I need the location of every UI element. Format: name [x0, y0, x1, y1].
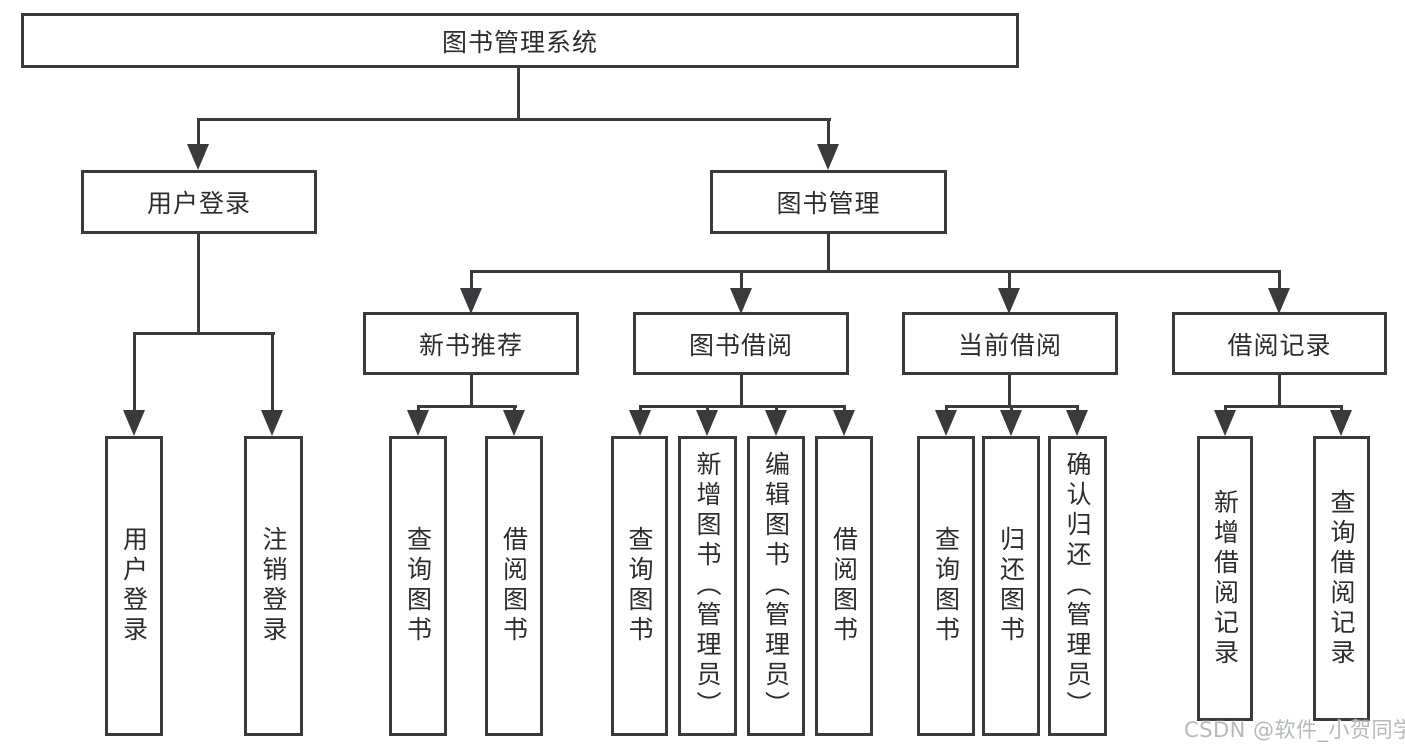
- arrowhead-leaf-return-book: [1000, 410, 1022, 436]
- node-new-book-recommend-label: 新书推荐: [418, 330, 523, 360]
- edge-new-book-recommend-stem: [470, 373, 473, 407]
- node-book-borrowing-label: 图书借阅: [688, 330, 793, 360]
- edge-book-borrowing-branch: [639, 405, 846, 408]
- leaf-query-book-borrowing-label: 查询图书: [625, 526, 654, 646]
- leaf-add-borrow-record: 新增借阅记录: [1197, 436, 1253, 721]
- leaf-borrow-book-borrowing: 借阅图书: [815, 436, 873, 736]
- leaf-return-book: 归还图书: [982, 436, 1040, 736]
- node-borrowing-records-label: 借阅记录: [1227, 330, 1332, 360]
- arrowhead-leaf-query-book-1: [407, 410, 429, 436]
- edge-root-stem: [517, 66, 520, 120]
- arrowhead-leaf-logout: [261, 410, 283, 436]
- arrowhead-current-borrowing: [998, 288, 1020, 314]
- arrowhead-leaf-query-book-2: [629, 410, 651, 436]
- edge-new-book-recommend-branch: [417, 405, 517, 408]
- leaf-query-book-recommend: 查询图书: [389, 436, 447, 736]
- leaf-user-login-label: 用户登录: [119, 526, 149, 646]
- edge-to-leaf-logout: [271, 332, 274, 412]
- leaf-query-book-current: 查询图书: [917, 436, 975, 736]
- arrowhead-new-book-recommend: [460, 288, 482, 314]
- edge-to-borrowing-records: [1278, 270, 1281, 294]
- csdn-watermark: CSDN @软件_小贺同学: [1184, 718, 1405, 742]
- leaf-query-borrow-record: 查询借阅记录: [1313, 436, 1370, 721]
- arrowhead-leaf-confirm-return: [1066, 410, 1088, 436]
- edge-book-management-stem: [827, 232, 830, 272]
- node-book-borrowing: 图书借阅: [633, 312, 849, 375]
- edge-to-new-book-recommend: [470, 270, 473, 294]
- leaf-borrow-book-recommend: 借阅图书: [485, 436, 543, 736]
- arrowhead-leaf-borrow-book-1: [503, 410, 525, 436]
- leaf-logout: 注销登录: [244, 436, 303, 736]
- node-user-login: 用户登录: [81, 170, 317, 234]
- node-new-book-recommend: 新书推荐: [363, 312, 579, 375]
- edge-borrowing-records-stem: [1278, 373, 1281, 407]
- edge-book-management-branch: [470, 270, 1281, 273]
- arrowhead-leaf-add-record: [1214, 410, 1236, 436]
- edge-to-current-borrowing: [1008, 270, 1011, 294]
- leaf-logout-label: 注销登录: [259, 526, 288, 646]
- leaf-borrow-book-borrowing-label: 借阅图书: [829, 526, 859, 646]
- arrowhead-leaf-edit-book: [765, 410, 787, 436]
- edge-to-user-login: [197, 118, 200, 148]
- arrowhead-user-login: [187, 144, 209, 170]
- leaf-edit-book-admin: 编辑图书（管理员）: [747, 436, 805, 736]
- arrowhead-leaf-user-login: [123, 410, 145, 436]
- leaf-confirm-return-admin: 确认归还（管理员）: [1048, 436, 1107, 736]
- leaf-confirm-return-admin-label: 确认归还（管理员）: [1063, 451, 1092, 721]
- edge-to-book-borrowing: [740, 270, 743, 294]
- edge-user-login-stem: [197, 232, 200, 334]
- edge-to-book-management: [827, 118, 830, 148]
- leaf-query-borrow-record-label: 查询借阅记录: [1327, 488, 1356, 669]
- arrowhead-book-management: [817, 144, 839, 170]
- leaf-user-login: 用户登录: [105, 436, 163, 736]
- edge-to-leaf-user-login: [133, 332, 136, 412]
- node-user-login-label: 用户登录: [146, 189, 251, 218]
- node-book-management: 图书管理: [710, 170, 947, 234]
- leaf-query-book-borrowing: 查询图书: [611, 436, 668, 736]
- edge-user-login-branch: [133, 332, 275, 335]
- arrowhead-book-borrowing: [730, 288, 752, 314]
- edge-current-borrowing-stem: [1008, 373, 1011, 407]
- node-root-label: 图书管理系统: [441, 27, 598, 57]
- leaf-borrow-book-recommend-label: 借阅图书: [499, 526, 529, 646]
- leaf-return-book-label: 归还图书: [996, 526, 1026, 646]
- arrowhead-leaf-borrow-book-2: [833, 410, 855, 436]
- arrowhead-borrowing-records: [1268, 288, 1290, 314]
- edge-book-borrowing-stem: [740, 373, 743, 407]
- node-root: 图书管理系统: [21, 13, 1019, 68]
- node-current-borrowing: 当前借阅: [902, 312, 1118, 375]
- arrowhead-leaf-add-book: [696, 410, 718, 436]
- node-book-management-label: 图书管理: [776, 189, 881, 218]
- node-borrowing-records: 借阅记录: [1172, 312, 1387, 375]
- edge-root-branch: [197, 118, 831, 121]
- leaf-add-book-admin-label: 新增图书（管理员）: [693, 451, 722, 721]
- arrowhead-leaf-query-record: [1330, 410, 1352, 436]
- leaf-query-book-current-label: 查询图书: [931, 526, 961, 646]
- node-current-borrowing-label: 当前借阅: [957, 330, 1062, 360]
- leaf-add-book-admin: 新增图书（管理员）: [678, 436, 737, 736]
- arrowhead-leaf-query-book-3: [935, 410, 957, 436]
- edge-borrowing-records-branch: [1224, 405, 1343, 408]
- leaf-query-book-recommend-label: 查询图书: [403, 526, 433, 646]
- leaf-edit-book-admin-label: 编辑图书（管理员）: [761, 451, 791, 721]
- leaf-add-borrow-record-label: 新增借阅记录: [1210, 488, 1240, 669]
